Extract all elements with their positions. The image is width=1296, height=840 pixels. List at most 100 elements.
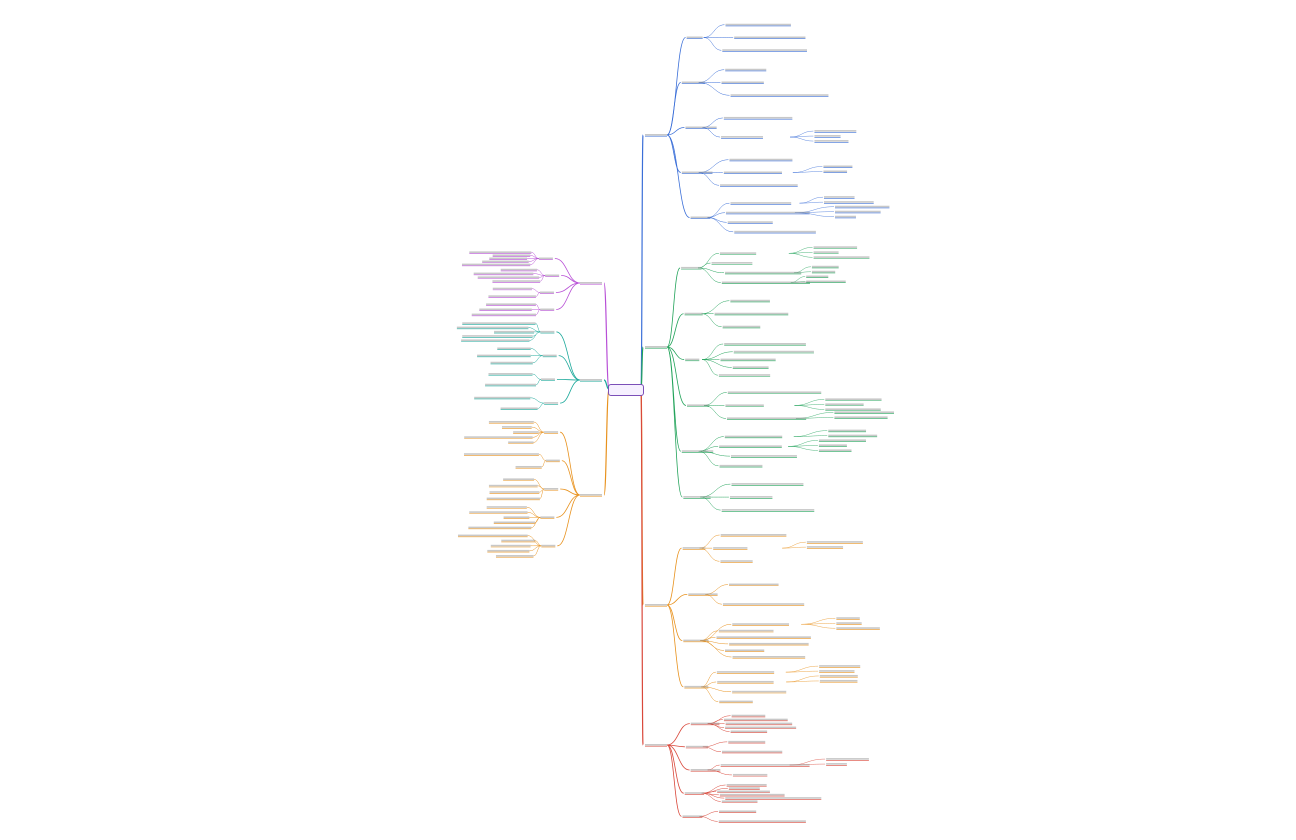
- right-green-sub-edge: [666, 313, 684, 348]
- left-orange-sub-label: [540, 516, 555, 518]
- left-purple-leaf-label: [492, 280, 541, 282]
- right-green-leaf-label: [724, 435, 783, 438]
- right-orange-hub-label: [645, 604, 667, 606]
- right-green-leaf-label: [721, 509, 815, 511]
- right-green-leaf-label: [730, 299, 770, 302]
- right-orange-leaf-label: [722, 603, 805, 605]
- right-blue-leaf-edge: [698, 159, 729, 173]
- right-green-leaf-label: [714, 312, 789, 315]
- right-blue-leaf-label: [722, 49, 807, 51]
- right-red-leaf-label: [719, 793, 785, 796]
- left-orange-sub-edge: [560, 488, 581, 496]
- right-green-leaf-edge: [702, 343, 724, 360]
- right-blue-leaf-label: [725, 23, 791, 26]
- left-teal-leaf-label: [494, 330, 535, 333]
- right-green-twig-label: [811, 270, 836, 273]
- left-teal-sub-label: [540, 378, 555, 380]
- right-green-twig-label: [813, 256, 870, 258]
- left-purple-sub-label: [545, 274, 560, 277]
- right-red-leaf-label: [728, 740, 766, 743]
- left-orange-leaf-label: [486, 497, 540, 500]
- right-orange-leaf-label: [729, 642, 809, 645]
- central-topic-node[interactable]: [608, 384, 644, 396]
- left-orange-leaf-label: [503, 516, 530, 518]
- right-orange-sub-edge: [666, 604, 684, 688]
- right-green-sub-label: [685, 358, 700, 361]
- right-red-leaf-label: [728, 787, 760, 789]
- right-blue-twig-edge: [790, 135, 814, 138]
- left-teal-leaf-edge: [530, 397, 545, 404]
- right-orange-twig-label: [806, 541, 863, 543]
- right-green-leaf-edge: [700, 483, 731, 498]
- right-orange-leaf-edge: [700, 630, 718, 641]
- right-blue-leaf-label: [723, 116, 793, 119]
- right-blue-leaf-edge: [702, 117, 723, 128]
- right-green-sub-label: [681, 450, 714, 452]
- left-orange-leaf-edge: [531, 517, 541, 528]
- right-green-twig-label: [834, 411, 894, 414]
- right-orange-sub-label: [683, 639, 709, 642]
- right-red-sub-edge: [666, 744, 690, 771]
- right-blue-leaf-label: [730, 202, 792, 204]
- right-blue-sub-label: [681, 171, 713, 174]
- right-orange-leaf-edge: [700, 640, 732, 658]
- left-purple-leaf-edge: [540, 275, 546, 282]
- left-orange-sub-label: [541, 544, 556, 547]
- right-green-leaf-edge: [698, 451, 719, 467]
- left-teal-sub-label: [540, 330, 555, 333]
- right-green-twig-edge: [793, 435, 828, 437]
- left-purple-leaf-label: [477, 276, 540, 279]
- left-teal-leaf-edge: [529, 331, 541, 341]
- left-purple-leaf-label: [469, 251, 532, 253]
- right-green-leaf-label: [719, 252, 757, 254]
- right-red-leaf-label: [725, 797, 822, 799]
- right-orange-twig-label: [819, 670, 855, 672]
- right-blue-leaf-label: [729, 158, 793, 161]
- right-red-leaf-label: [721, 800, 758, 803]
- left-teal-leaf-label: [474, 396, 531, 399]
- right-blue-leaf-label: [734, 36, 806, 39]
- left-orange-leaf-edge: [534, 479, 545, 490]
- left-teal-leaf-label: [485, 383, 537, 386]
- left-purple-sub-edge: [554, 258, 581, 284]
- left-teal-leaf-edge: [532, 373, 541, 380]
- left-orange-leaf-label: [501, 426, 532, 428]
- left-orange-leaf-label: [490, 544, 531, 547]
- left-orange-leaf-label: [515, 465, 542, 468]
- right-blue-leaf-label: [727, 221, 773, 223]
- right-blue-twig-label: [823, 165, 853, 168]
- right-green-leaf-edge: [702, 359, 718, 376]
- left-orange-main-edge: [603, 388, 610, 496]
- right-blue-sub-edge: [666, 134, 682, 173]
- left-orange-leaf-label: [469, 511, 528, 513]
- right-green-leaf-label: [721, 281, 810, 284]
- right-green-twig-label: [818, 439, 866, 441]
- left-orange-leaf-label: [463, 453, 539, 455]
- right-green-leaf-edge: [701, 300, 730, 314]
- right-green-leaf-label: [711, 262, 753, 264]
- left-teal-hub-label: [580, 379, 602, 381]
- right-red-sub-label: [690, 769, 721, 771]
- right-blue-twig-label: [835, 215, 856, 218]
- right-green-leaf-label: [719, 464, 763, 467]
- right-green-leaf-edge: [701, 313, 722, 327]
- right-orange-sub-label: [684, 685, 709, 688]
- right-red-main-edge: [640, 388, 644, 746]
- left-teal-sub-edge: [556, 331, 581, 381]
- left-purple-leaf-edge: [533, 273, 546, 276]
- right-green-twig-label: [834, 416, 888, 419]
- left-teal-sub-edge: [558, 355, 581, 381]
- right-red-hub-label: [645, 744, 667, 746]
- right-blue-sub-label: [685, 126, 717, 129]
- left-purple-leaf-label: [488, 295, 536, 297]
- left-orange-leaf-label: [513, 431, 539, 433]
- right-green-leaf-edge: [700, 496, 721, 511]
- right-orange-sub-edge: [666, 604, 683, 642]
- right-green-leaf-label: [718, 374, 771, 376]
- right-orange-leaf-edge: [705, 584, 729, 595]
- right-green-leaf-label: [727, 391, 822, 394]
- right-orange-leaf-label: [713, 547, 748, 549]
- left-purple-leaf-label: [492, 254, 531, 257]
- right-green-leaf-edge: [704, 392, 727, 406]
